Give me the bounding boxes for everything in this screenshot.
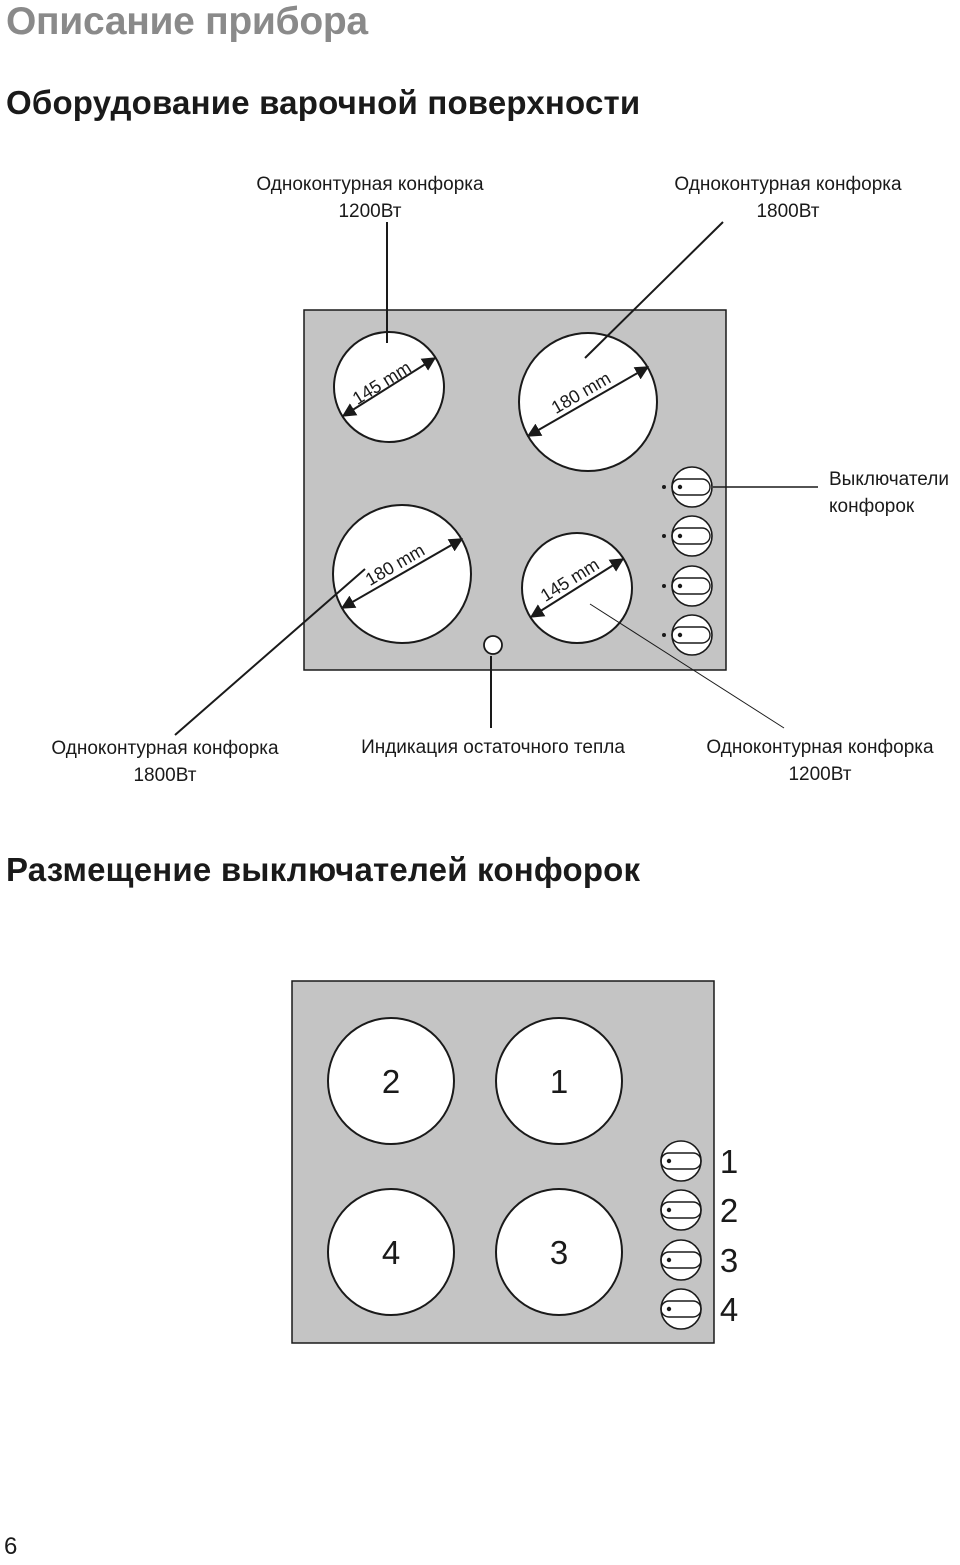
callout-bottom-right: Одноконтурная конфорка 1200Вт bbox=[690, 734, 950, 788]
layout-burner-rear-left bbox=[327, 1017, 455, 1145]
diameter-arrow-front-right bbox=[529, 558, 625, 618]
callout-top-right: Одноконтурная конфорка 1800Вт bbox=[658, 171, 918, 225]
callout-top-left-power: 1200Вт bbox=[338, 201, 402, 222]
callout-bottom-right-power: 1200Вт bbox=[788, 764, 852, 785]
section-title: Описание прибора bbox=[6, 0, 368, 43]
layout-knob-1-icon bbox=[660, 1140, 702, 1182]
knob-number-4: 4 bbox=[720, 1291, 738, 1328]
layout-burner-number-rear-right: 1 bbox=[550, 1063, 568, 1100]
callout-bottom-left: Одноконтурная конфорка 1800Вт bbox=[35, 735, 295, 789]
callout-switches-line2: конфорок bbox=[829, 496, 915, 517]
knob-number-2: 2 bbox=[720, 1192, 738, 1229]
callout-top-left-name: Одноконтурная конфорка bbox=[256, 174, 484, 195]
layout-burner-number-front-left: 4 bbox=[382, 1234, 400, 1271]
layout-burner-rear-right bbox=[495, 1017, 623, 1145]
knob-1-icon bbox=[662, 466, 713, 508]
layout-knob-2-icon bbox=[660, 1189, 702, 1231]
knob-4-icon bbox=[662, 614, 713, 656]
layout-burner-front-right bbox=[495, 1188, 623, 1316]
cooktop-equipment-diagram: 145 mm 180 mm 180 mm 145 mm bbox=[174, 221, 818, 736]
leader-line-bottom-left bbox=[174, 568, 366, 736]
subtitle-equipment: Оборудование варочной поверхности bbox=[6, 84, 641, 121]
residual-heat-indicator-icon bbox=[483, 635, 503, 655]
knob-2-icon bbox=[662, 515, 713, 557]
leader-line-bottom-right bbox=[589, 603, 785, 729]
callout-top-right-power: 1800Вт bbox=[756, 201, 820, 222]
callout-top-right-name: Одноконтурная конфорка bbox=[674, 174, 902, 195]
diameter-arrow-front-left bbox=[340, 538, 464, 609]
callout-switches-line1: Выключатели bbox=[829, 469, 949, 490]
callout-indicator-name: Индикация остаточного тепла bbox=[361, 737, 625, 758]
callout-bottom-right-name: Одноконтурная конфорка bbox=[706, 737, 934, 758]
layout-burner-number-front-right: 3 bbox=[550, 1234, 568, 1271]
callout-top-left: Одноконтурная конфорка 1200Вт bbox=[240, 171, 500, 225]
page-number: 6 bbox=[4, 1533, 18, 1560]
knob-3-icon bbox=[662, 565, 713, 607]
diameter-arrow-rear-left bbox=[341, 357, 437, 417]
layout-burner-number-rear-left: 2 bbox=[382, 1063, 400, 1100]
callout-bottom-left-name: Одноконтурная конфорка bbox=[51, 738, 279, 759]
callout-indicator: Индикация остаточного тепла bbox=[340, 734, 646, 761]
callout-bottom-left-power: 1800Вт bbox=[133, 765, 197, 786]
layout-burner-front-left bbox=[327, 1188, 455, 1316]
layout-knob-4-icon bbox=[660, 1288, 702, 1330]
leader-line-top-right bbox=[584, 221, 724, 359]
subtitle-layout: Размещение выключателей конфорок bbox=[6, 851, 641, 888]
diameter-arrow-rear-right bbox=[526, 366, 650, 437]
layout-knob-3-icon bbox=[660, 1239, 702, 1281]
knob-number-1: 1 bbox=[720, 1143, 738, 1180]
switch-layout-diagram: 2 1 4 3 1 2 3 4 bbox=[291, 980, 738, 1344]
knob-number-3: 3 bbox=[720, 1242, 738, 1279]
callout-switches: Выключатели конфорок bbox=[829, 466, 959, 520]
